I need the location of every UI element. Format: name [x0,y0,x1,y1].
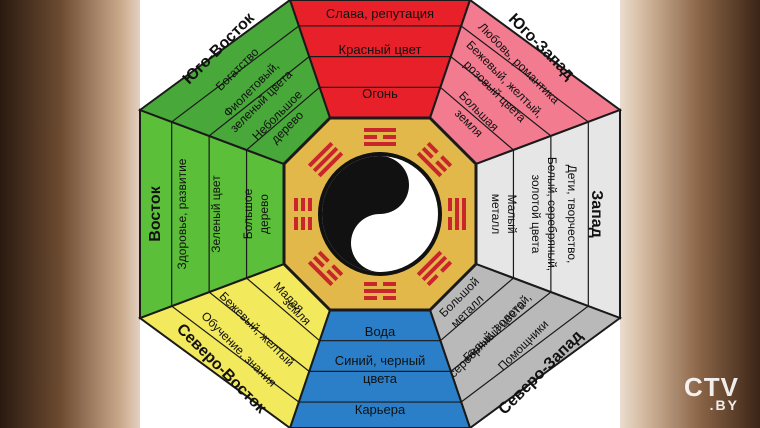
trigram-5 [364,282,396,300]
west-item-5: металл [489,194,503,235]
east-title: Восток [147,185,164,241]
yin-dot-top [374,179,386,191]
west-item-3: золотой цвета [529,175,543,254]
trigram-line-solid [364,289,396,293]
trigram-line-broken [364,135,377,139]
trigram-line-broken [426,274,439,287]
trigram-line-broken [383,296,396,300]
trigram-8 [307,141,344,178]
trigram-line-broken [440,260,453,273]
trigram-line-broken [331,264,344,277]
trigram-7 [294,198,312,230]
band-divider-1 [171,25,589,403]
trigrams [294,128,466,300]
blurred-background-left [0,0,150,428]
trigram-line-broken [448,198,452,211]
north-item-1: Вода [365,324,396,339]
west-title: Запад [588,190,605,238]
south-item-3: Огонь [362,86,398,101]
trigram-6 [307,250,344,287]
trigram-line-broken [294,198,298,211]
trigram-line-broken [301,198,305,211]
east-item-2: Зеленый цвет [209,175,223,253]
trigram-line-broken [301,217,305,230]
trigram-line-broken [421,146,434,159]
trigram-line-broken [312,255,325,268]
trigram-line-broken [317,250,330,263]
blurred-background-right [610,0,760,428]
trigram-line-solid [307,141,334,168]
trigram-line-solid [455,198,459,230]
band-divider-2 [208,56,552,372]
yin-half [322,156,409,272]
trigram-line-solid [416,250,443,277]
west-item-4: Малый [505,194,519,233]
trigram-3 [448,198,466,230]
trigram-line-broken [326,269,339,282]
trigram-line-broken [308,198,312,211]
yin-yang-symbol [318,152,442,276]
trigram-line-solid [317,151,344,178]
trigram-2 [416,141,453,178]
trigram-line-broken [364,282,377,286]
trigram-line-broken [448,217,452,230]
north-item-2: Синий, черный [335,353,426,368]
south-item-2: Красный цвет [339,42,422,57]
trigram-line-broken [440,155,453,168]
north-item-3: цвета [363,371,398,386]
ctv-logo: CTV .BY [684,372,739,413]
trigram-line-broken [383,282,396,286]
trigram-1 [364,128,396,146]
east-item-4: дерево [257,194,271,234]
trigram-line-solid [462,198,466,230]
trigram-line-broken [294,217,298,230]
trigram-line-broken [426,141,439,154]
trigram-line-broken [364,296,377,300]
trigram-line-solid [421,255,448,282]
logo-sub: .BY [709,397,739,413]
trigram-4 [416,250,453,287]
west-item-2: Белый, серебряный, [545,157,559,271]
band-divider-3 [245,86,515,342]
trigram-line-solid [312,146,339,173]
north-item-4: Карьера [355,402,406,417]
yang-dot-bottom [374,237,386,249]
trigram-line-solid [364,128,396,132]
trigram-line-solid [307,260,334,287]
trigram-line-solid [416,151,443,178]
west-item-1: Дети, творчество, [565,165,579,264]
east-item-3: Большое [241,188,255,239]
trigram-line-solid [364,142,396,146]
trigram-line-broken [435,160,448,173]
trigram-line-broken [383,135,396,139]
logo-main: CTV [684,372,739,402]
south-item-1: Слава, репутация [326,6,434,21]
trigram-line-broken [308,217,312,230]
east-item-1: Здоровье, развитие [175,158,189,269]
